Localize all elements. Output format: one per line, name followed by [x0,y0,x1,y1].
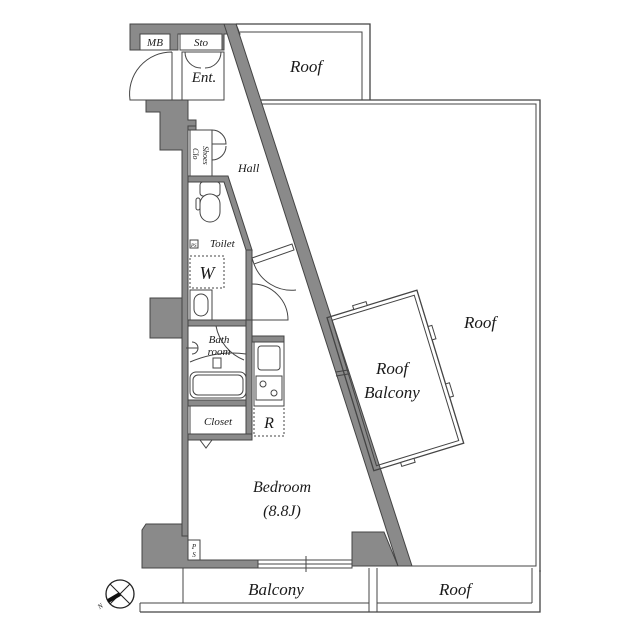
hall-doors [251,243,297,321]
label-mb: MB [146,37,163,49]
label-r: R [263,415,274,432]
roof-top-area [236,23,371,100]
bathroom [186,325,247,399]
label-w: W [200,263,217,283]
label-bedroom: Bedroom [253,479,311,496]
entrance-door [129,51,225,101]
bottom-strip [139,568,541,613]
label-ps-small: PS [190,244,197,249]
label-toilet: Toilet [210,238,236,250]
bedroom-window [257,556,353,572]
label-closet: Closet [204,416,233,428]
label-roof-right: Roof [463,313,498,332]
label-roof-bottom: Roof [438,580,473,599]
label-clo: Clo [191,148,200,160]
label-roof-top: Roof [289,57,324,76]
walls [129,23,413,569]
roof-balcony [326,289,465,472]
sto-box [179,33,223,51]
ps-box [187,539,201,561]
ps-small-box [189,239,199,249]
label-sto: Sto [194,37,209,49]
kitchen [253,341,285,437]
label-ps-s: S [192,551,196,559]
shoes-closet [189,129,227,177]
svg-text:N: N [95,602,105,612]
label-shoes: Shoes [201,146,210,165]
compass-icon: N [95,579,135,612]
washer-space [189,255,225,289]
label-roof-balcony-2: Balcony [364,383,420,402]
label-bath: Bath [209,334,230,346]
label-roof-balcony-1: Roof [375,359,410,378]
label-bedroom-size: (8.8J) [263,503,301,520]
label-bathroom: room [208,346,231,358]
label-ps-p: P [191,543,197,551]
closet [189,405,247,449]
label-ent: Ent. [191,70,217,86]
roof-right-area [258,99,541,572]
toilet-fixture [195,181,221,223]
washbasin [189,289,213,321]
mb-box [139,33,171,51]
label-balcony: Balcony [248,580,304,599]
roof-balcony-door [335,369,349,377]
label-hall: Hall [237,161,260,175]
